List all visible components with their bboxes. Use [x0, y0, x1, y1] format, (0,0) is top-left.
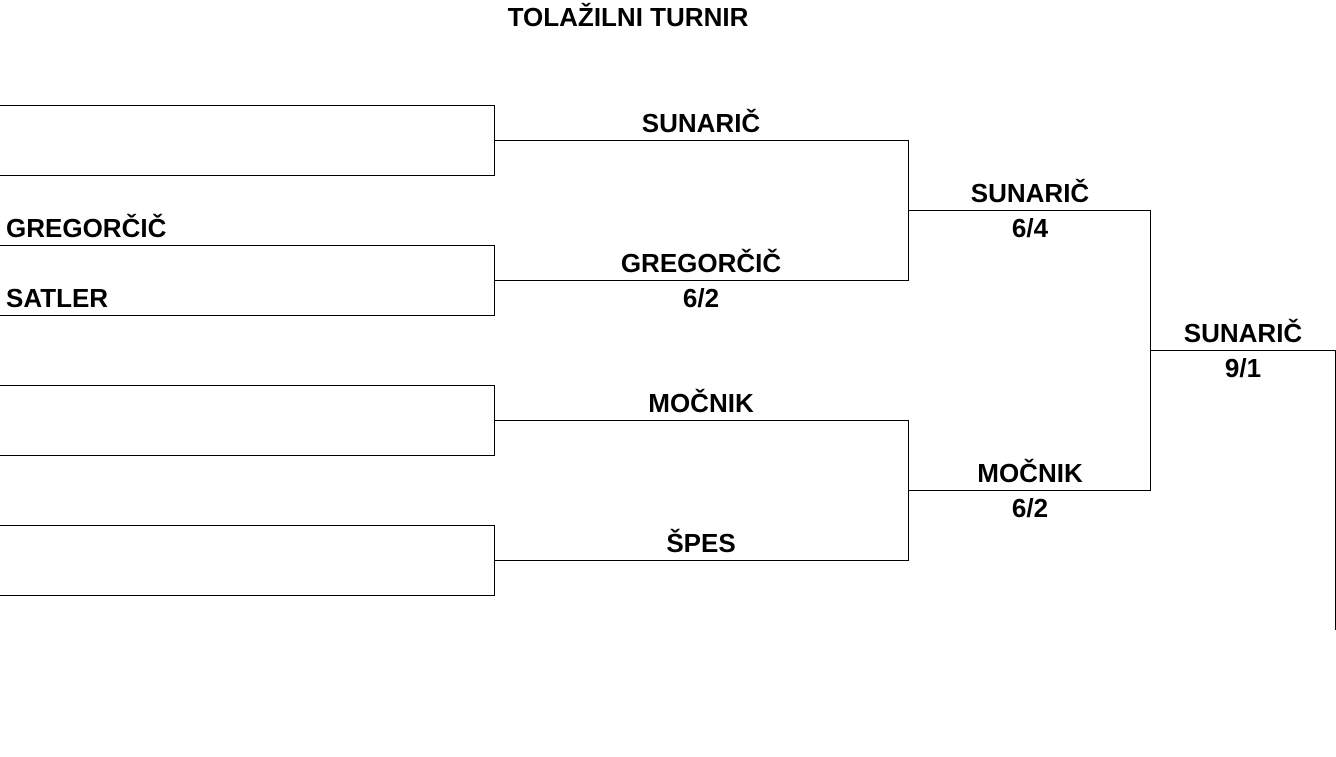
r2-winner-3: MOČNIK	[648, 388, 754, 418]
r2-winner-1: SUNARIČ	[641, 108, 761, 138]
final-winner: SUNARIČ	[1183, 318, 1303, 348]
sf-winner-1: SUNARIČ	[970, 178, 1090, 208]
sf-score-2: 6/2	[1011, 493, 1049, 523]
sf-score-1: 6/4	[1011, 213, 1049, 243]
page-title: TOLAŽILNI TURNIR	[507, 2, 749, 32]
r1-player-gregorcic: GREGORČIČ	[6, 213, 167, 243]
r2-winner-4: ŠPES	[666, 528, 736, 558]
r1-player-satler: SATLER	[6, 283, 109, 313]
sf-winner-2: MOČNIK	[977, 458, 1083, 488]
r2-score-2: 6/2	[682, 283, 720, 313]
final-score: 9/1	[1224, 353, 1262, 383]
r2-winner-2: GREGORČIČ	[620, 248, 782, 278]
